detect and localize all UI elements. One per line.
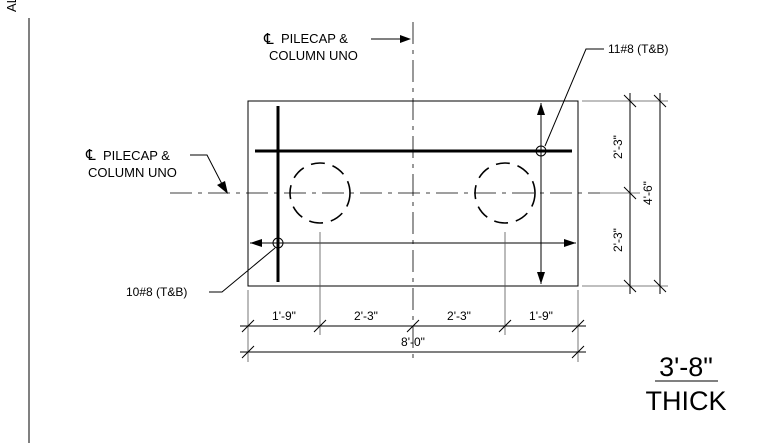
callout-arrowhead: [400, 35, 411, 43]
callout-text-line2: COLUMN UNO: [269, 48, 358, 63]
dimension-text: 2'-3": [354, 309, 378, 323]
bottom-reinforcement-callout: 10#8 (T&B): [126, 247, 276, 299]
dimension-text: 2'-3": [447, 309, 471, 323]
dimension-text: 2'-3": [611, 135, 625, 159]
rebar-extent-arrow-bottom: [537, 272, 545, 284]
horizontal-dimensions: 1'-9" 2'-3" 2'-3" 1'-9" 8'-0": [240, 232, 586, 362]
centerline-symbol: ℄: [85, 147, 96, 164]
overall-dimension-text: 4'-6": [641, 181, 655, 205]
callout-leader: [190, 154, 224, 187]
callout-text-line1: PILECAP &: [281, 31, 348, 46]
sheet-edge-text: AL: [4, 0, 19, 12]
centerline-symbol: ℄: [263, 31, 274, 48]
top-reinforcement-leader: [544, 48, 604, 147]
top-reinforcement-label: 11#8 (T&B): [608, 42, 668, 56]
dimension-text: 1'-9": [529, 309, 553, 323]
bottom-reinforcement-label: 10#8 (T&B): [126, 285, 187, 299]
dimension-tick: [571, 345, 585, 359]
callout-text-line2: COLUMN UNO: [88, 165, 177, 180]
dimension-tick: [241, 345, 255, 359]
dimension-text: 2'-3": [611, 228, 625, 252]
callout-text-line1: PILECAP &: [103, 148, 170, 163]
left-centerline-callout: ℄ PILECAP & COLUMN UNO: [85, 147, 228, 194]
overall-dimension-text: 8'-0": [401, 335, 425, 349]
dimension-text: 1'-9": [272, 309, 296, 323]
thickness-value: 3'-8": [659, 352, 713, 382]
top-reinforcement-callout: 11#8 (T&B): [544, 42, 668, 147]
dimension-tick: [653, 94, 667, 108]
pile-right: [474, 162, 536, 224]
dimension-tick: [313, 319, 327, 333]
callout-arrowhead: [217, 181, 228, 194]
rebar-extent-arrow-right: [564, 239, 576, 247]
thickness-note: 3'-8" THICK: [646, 352, 727, 416]
pile-left: [289, 162, 351, 224]
thickness-label: THICK: [646, 386, 727, 416]
top-centerline-callout: ℄ PILECAP & COLUMN UNO: [263, 31, 411, 63]
dimension-tick: [623, 279, 637, 293]
vertical-dimensions: 2'-3" 2'-3" 4'-6": [582, 93, 668, 294]
dimension-tick: [498, 319, 512, 333]
dimension-tick: [241, 319, 255, 333]
dimension-tick: [571, 319, 585, 333]
dimension-tick: [653, 279, 667, 293]
dimension-tick: [623, 186, 637, 200]
dimension-tick: [623, 94, 637, 108]
dimension-tick: [406, 319, 420, 333]
rebar-extent-arrow-top: [537, 103, 545, 115]
rebar-extent-arrow-left: [250, 239, 262, 247]
bottom-reinforcement-leader: [209, 247, 276, 293]
